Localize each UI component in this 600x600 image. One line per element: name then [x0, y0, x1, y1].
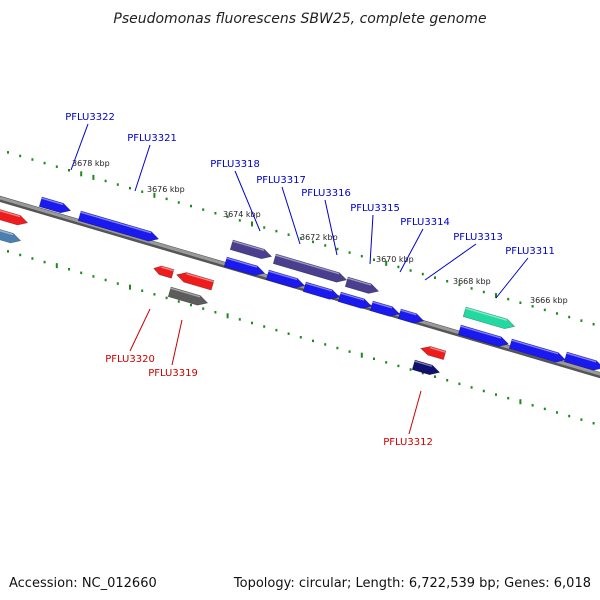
gene-arrow-pflu3317 — [272, 253, 348, 283]
kbp-label: 3670 kbp — [376, 255, 414, 264]
leader-line-pflu3314 — [399, 228, 424, 273]
gene-label-pflu3319[interactable]: PFLU3319 — [148, 368, 198, 379]
kbp-label: 3666 kbp — [530, 296, 568, 305]
leader-line-pflu3320 — [129, 308, 151, 352]
leader-line-pflu3318 — [234, 170, 261, 232]
gene-arrow — [302, 281, 341, 300]
kbp-label: 3668 kbp — [453, 277, 491, 286]
gene-arrow — [223, 256, 266, 276]
gene-arrow — [38, 196, 72, 214]
gene-arrow-pflu3316 — [344, 276, 380, 294]
gene-arrow-pflu3312 — [411, 359, 441, 376]
ruler-ticks — [7, 151, 595, 425]
gene-arrow-pflu3313 — [462, 306, 516, 330]
map-title: Pseudomonas fluorescens SBW25, complete … — [113, 11, 486, 27]
kbp-label: 3674 kbp — [223, 210, 261, 219]
gene-arrow — [0, 227, 22, 244]
gene-arrow — [397, 308, 425, 324]
kbp-labels: 3678 kbp 3676 kbp 3674 kbp 3672 kbp 3670 kbp… — [72, 159, 568, 305]
gene-label-pflu3316[interactable]: PFLU3316 — [301, 188, 351, 199]
gene-arrow — [175, 272, 215, 291]
gene-label-pflu3314[interactable]: PFLU3314 — [400, 217, 450, 228]
gene-arrow-pflu3311 — [508, 338, 567, 363]
leader-line-pflu3316 — [324, 199, 338, 256]
accession-text: Accession: NC_012660 — [9, 576, 157, 591]
gene-label-pflu3315[interactable]: PFLU3315 — [350, 203, 400, 214]
gene-arrow — [563, 351, 600, 371]
gene-label-pflu3320[interactable]: PFLU3320 — [105, 354, 155, 365]
leader-line-pflu3311 — [495, 257, 529, 299]
gene-label-pflu3322[interactable]: PFLU3322 — [65, 112, 115, 123]
gene-arrow-pflu3314 — [337, 291, 373, 309]
kbp-label: 3672 kbp — [300, 233, 338, 242]
gene-label-pflu3318[interactable]: PFLU3318 — [210, 159, 260, 170]
gene-arrow-pflu3321 — [77, 210, 160, 242]
gene-features — [0, 196, 600, 376]
leader-line-pflu3317 — [281, 186, 301, 245]
kbp-label: 3678 kbp — [72, 159, 110, 168]
gene-arrow-pflu3318 — [229, 239, 273, 260]
gene-arrow-pflu3320 — [153, 265, 175, 279]
leader-line-pflu3321 — [134, 144, 151, 192]
leader-line-pflu3313 — [424, 243, 477, 281]
topology-summary: Topology: circular; Length: 6,722,539 bp… — [233, 576, 591, 591]
kbp-label: 3676 kbp — [147, 185, 185, 194]
leader-line-pflu3322 — [70, 123, 89, 171]
label-leaders — [70, 123, 529, 435]
leader-line-pflu3319 — [171, 319, 183, 366]
gene-arrow-pflu3315 — [265, 269, 306, 289]
gene-arrow — [457, 324, 510, 347]
gene-label-pflu3311[interactable]: PFLU3311 — [505, 246, 555, 257]
leader-line-pflu3315 — [369, 214, 374, 265]
gene-arrow — [420, 346, 447, 361]
leader-line-pflu3312 — [408, 390, 422, 435]
gene-arrow — [369, 300, 401, 317]
gene-arrow — [0, 207, 29, 226]
gene-label-pflu3317[interactable]: PFLU3317 — [256, 175, 306, 186]
gene-labels: PFLU3322PFLU3321PFLU3318PFLU3317PFLU3316… — [65, 112, 555, 448]
gene-arrow-pflu3319 — [167, 286, 209, 306]
gene-label-pflu3313[interactable]: PFLU3313 — [453, 232, 503, 243]
gene-label-pflu3312[interactable]: PFLU3312 — [383, 437, 433, 448]
gene-label-pflu3321[interactable]: PFLU3321 — [127, 133, 177, 144]
